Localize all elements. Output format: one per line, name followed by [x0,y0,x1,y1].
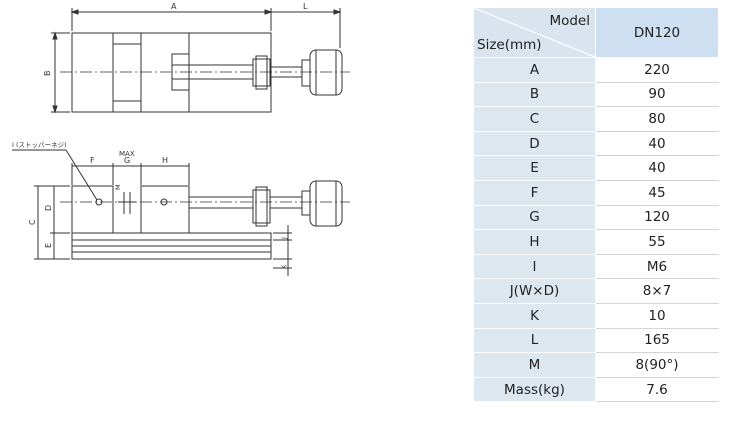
moving-jaw-side [140,185,190,234]
corner-size-label: Size(mm) [477,37,542,53]
table-row: Mass(kg)7.6 [473,376,719,403]
row-value: M6 [595,253,719,280]
dim-label-d: D [44,205,53,211]
handle-knob-side [309,180,343,227]
moving-jaw-top [140,32,190,113]
corner-model-label: Model [549,13,590,29]
row-value: 40 [595,155,719,181]
row-label: Mass(kg) [473,376,596,403]
dim-label-k: K [280,264,288,269]
dim-label-m: M [114,184,122,190]
dim-label-h: H [162,156,168,165]
row-label: L [473,327,596,354]
model-header: DN120 [595,7,719,58]
dim-label-b: B [43,71,52,77]
row-value: 10 [595,302,719,329]
row-value: 120 [595,204,719,231]
row-value: 8×7 [595,278,719,304]
dim-label-e: E [44,243,53,248]
row-label: J(W×D) [473,278,596,304]
dim-label-a: A [171,2,177,11]
row-label: K [473,302,596,329]
table-row: J(W×D)8×7 [473,278,719,304]
row-label: A [473,57,596,83]
side-view [12,149,350,276]
row-value: 220 [595,57,719,83]
row-value: 7.6 [595,376,719,403]
row-value: 8(90°) [595,352,719,378]
dim-label-l: L [303,2,308,11]
row-label: E [473,155,596,181]
row-value: 90 [595,81,719,108]
row-label: M [473,352,596,378]
row-value: 80 [595,106,719,132]
row-label: H [473,229,596,255]
row-label: G [473,204,596,231]
max-label: MAX [119,150,135,158]
handle-knob-top [309,49,343,96]
stopper-screw-label: I (ストッパーネジ) [12,141,67,149]
row-value: 55 [595,229,719,255]
row-value: 165 [595,327,719,354]
fixed-jaw-top [71,32,114,113]
row-label: I [473,253,596,280]
row-value: 45 [595,179,719,206]
row-label: B [473,81,596,108]
dim-label-c: C [28,219,37,225]
row-value: 40 [595,130,719,157]
row-label: C [473,106,596,132]
row-label: D [473,130,596,157]
dim-label-j: J [280,237,288,240]
corner-diagonal [474,8,595,57]
dim-label-f: F [90,156,95,165]
table-header-corner: Model Size(mm) [473,7,596,58]
technical-drawing: A L B I (ストッパーネジ) MAX F G H M C D E J K [12,2,350,276]
top-view [51,8,350,114]
row-label: F [473,179,596,206]
dim-label-g: G [124,156,130,165]
